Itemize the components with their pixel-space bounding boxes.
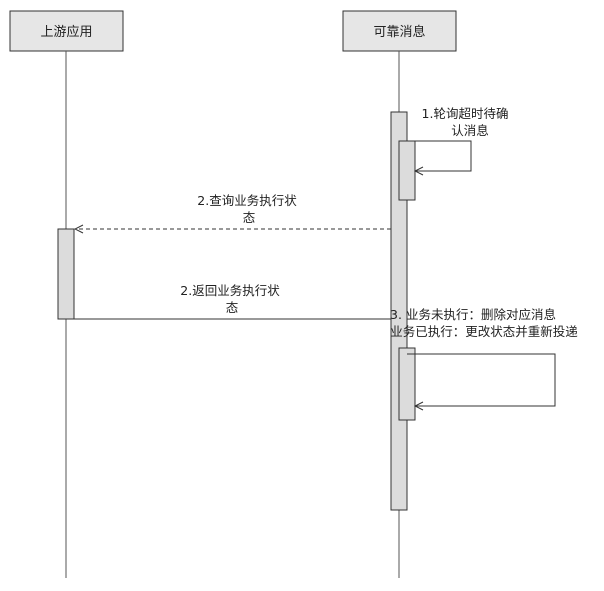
activation-bar-upstream [57,228,75,320]
message-label-line: 态 [226,300,239,315]
message-label-line: 业务已执行：更改状态并重新投递 [390,324,578,339]
participant-label: 上游应用 [40,24,92,40]
message-label-poll: 1.轮询超时待确 认消息 [422,106,513,138]
message-label-line: 3. 业务未执行：删除对应消息 [390,307,556,322]
participant-upstream-app: 上游应用 [9,10,124,52]
message-label-line: 认消息 [451,123,489,138]
message-label-return: 2.返回业务执行状 态 [180,283,283,315]
message-label-line: 1.轮询超时待确 [422,106,509,121]
participant-label: 可靠消息 [373,24,425,40]
activation-bar-reliable-handle [398,347,416,421]
message-label-query: 2.查询业务执行状 态 [197,193,300,225]
message-label-line: 态 [243,210,256,225]
message-label-line: 2.查询业务执行状 [197,193,297,208]
participant-header-box [9,10,124,52]
message-arrow-poll-self [407,140,472,171]
message-label-handle: 3. 业务未执行：删除对应消息 业务已执行：更改状态并重新投递 [390,307,578,339]
message-arrow-handle-self [407,353,556,406]
participant-header-box [342,10,457,52]
participant-reliable-message: 可靠消息 [342,10,457,52]
message-label-line: 2.返回业务执行状 [180,283,280,298]
activation-bar-reliable-poll [398,140,416,201]
